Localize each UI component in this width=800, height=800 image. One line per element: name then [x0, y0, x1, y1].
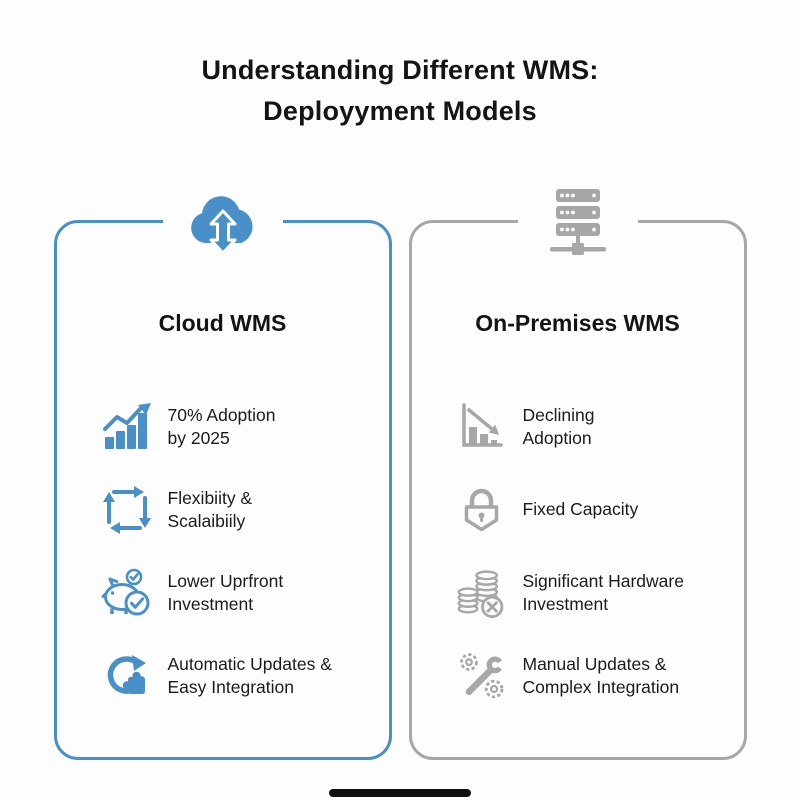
cloud-wms-card: Cloud WMS 70% Adoption by 2025 [53, 181, 392, 760]
page-title: Understanding Different WMS: Deployyment… [0, 0, 800, 131]
list-item-text: Fixed Capacity [522, 499, 639, 520]
page-title-line1: Understanding Different WMS: [201, 55, 599, 85]
list-item-text: Automatic Updates & Easy Integration [167, 653, 332, 697]
piggy-bank-check-icon [101, 567, 153, 619]
list-item: Manual Updates & Complex Integration [456, 650, 734, 702]
home-indicator-bar [329, 789, 471, 797]
comparison-cards: Cloud WMS 70% Adoption by 2025 [0, 181, 800, 760]
list-item-text: Declining Adoption [522, 404, 595, 448]
cloud-feature-list: 70% Adoption by 2025 [57, 401, 389, 702]
page-title-line2: Deployyment Models [263, 95, 537, 126]
list-item: 70% Adoption by 2025 [101, 401, 379, 453]
onprem-card-title: On-Premises WMS [475, 310, 680, 336]
cloud-card-title: Cloud WMS [158, 310, 287, 336]
server-stack-icon [517, 181, 638, 267]
list-item: Lower Uprfront Investment [101, 567, 379, 619]
refresh-puzzle-icon [101, 650, 153, 702]
list-item: Automatic Updates & Easy Integration [101, 650, 379, 702]
cloud-sync-icon [162, 181, 283, 267]
declining-chart-icon [456, 401, 508, 453]
sync-arrows-icon [101, 484, 153, 536]
list-item-text: Significant Hardware Investment [522, 570, 684, 614]
coins-x-icon [456, 567, 508, 619]
list-item-text: 70% Adoption by 2025 [167, 404, 276, 448]
list-item: Significant Hardware Investment [456, 567, 734, 619]
padlock-icon [456, 484, 508, 536]
list-item-text: Flexibiity & Scalaibiily [167, 487, 253, 531]
list-item-text: Manual Updates & Complex Integration [522, 653, 680, 697]
onprem-wms-card: On-Premises WMS Declining Adoption [408, 181, 747, 760]
list-item: Flexibiity & Scalaibiily [101, 484, 379, 536]
growth-chart-icon [101, 401, 153, 453]
onprem-feature-list: Declining Adoption Fixed Capacity [412, 401, 744, 702]
list-item: Fixed Capacity [456, 484, 734, 536]
wrench-gears-icon [456, 650, 508, 702]
list-item-text: Lower Uprfront Investment [167, 570, 284, 614]
list-item: Declining Adoption [456, 401, 734, 453]
